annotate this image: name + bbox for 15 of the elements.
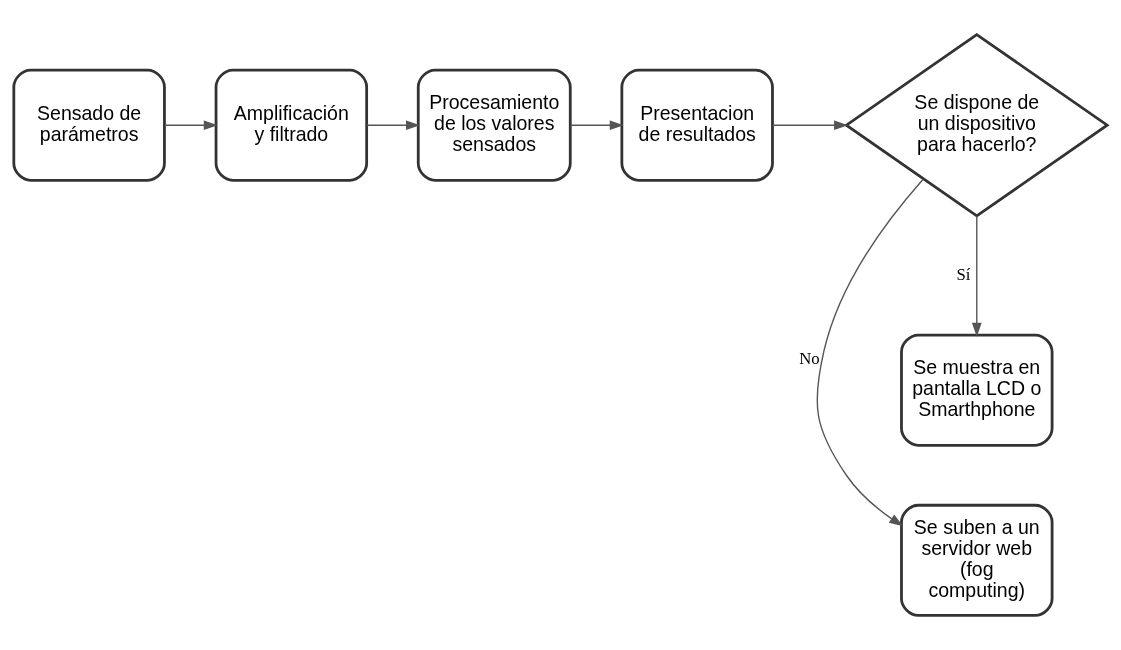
node-box: Se muestra en pantalla LCD o Smarthphone xyxy=(900,333,1054,447)
arrow xyxy=(816,178,924,527)
node-diamond: Se dispone de un dispositivo para hacerlo? xyxy=(843,32,1110,218)
node-box: Procesamiento de los valores sensados xyxy=(416,68,572,182)
node-box: Sensado de parámetros xyxy=(12,68,166,182)
edge-label: No xyxy=(799,348,820,368)
node-box: Presentacion de resultados xyxy=(620,68,774,182)
arrow xyxy=(570,120,624,131)
arrow xyxy=(164,120,218,131)
arrow xyxy=(366,120,420,131)
edge-label: Sí xyxy=(956,264,971,284)
node-box: Amplificación y filtrado xyxy=(214,68,369,182)
arrow xyxy=(772,120,849,131)
arrow xyxy=(971,215,982,337)
node-box: Se suben a un servidor web (fog computing) xyxy=(900,503,1054,617)
